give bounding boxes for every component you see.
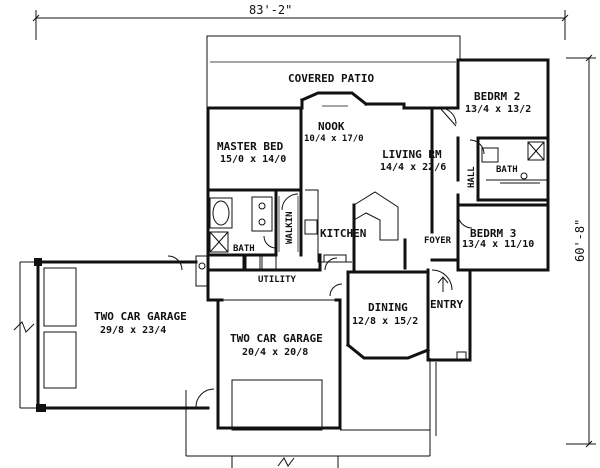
- center-garage-walls: [216, 298, 342, 430]
- patio-roof-outline: [206, 35, 461, 108]
- center-garage-size: 20/4 x 20/8: [242, 347, 308, 358]
- left-garage-break-symbol: [13, 321, 35, 333]
- bedrm3-label: BEDRM 3: [470, 227, 516, 240]
- center-garage-label: TWO CAR GARAGE: [230, 332, 323, 345]
- kitchen-label: KITCHEN: [320, 227, 366, 240]
- garage-pier: [34, 258, 42, 266]
- bedrm3-size: 13/4 x 11/10: [462, 239, 534, 250]
- overall-depth-label: 60'-8": [573, 219, 587, 262]
- overall-width-label: 83'-2": [249, 3, 292, 17]
- foyer-label: FOYER: [424, 236, 452, 246]
- entry-arrow-icon: [437, 276, 449, 292]
- center-garage-door: [185, 358, 437, 468]
- living-rm-size: 14/4 x 22/6: [380, 162, 446, 173]
- hall-label: HALL: [467, 166, 477, 188]
- hall-bath-fixtures: [481, 141, 545, 180]
- master-bed-label: MASTER BED: [217, 140, 284, 153]
- utility-label: UTILITY: [258, 275, 297, 285]
- left-garage-label: TWO CAR GARAGE: [94, 310, 187, 323]
- living-rm-label: LIVING RM: [382, 148, 442, 161]
- covered-patio-label: COVERED PATIO: [288, 72, 374, 85]
- depth-dimension-line: [566, 54, 596, 448]
- bedrm2-label: BEDRM 2: [474, 90, 520, 103]
- walkin-label: WALKIN: [285, 211, 295, 244]
- left-garage-size: 29/8 x 23/4: [100, 325, 166, 336]
- master-bath-fixtures: [209, 196, 273, 253]
- bedrm2-size: 13/4 x 13/2: [465, 104, 531, 115]
- master-bath-label: BATH: [233, 244, 255, 254]
- left-garage-doors: [37, 262, 77, 408]
- door-swings: [167, 107, 485, 408]
- garage-pier: [36, 404, 46, 412]
- dining-label: DINING: [368, 301, 408, 314]
- walkin-closet-rods: [278, 196, 299, 252]
- width-dimension-line: [32, 10, 569, 40]
- interior-walls: [206, 106, 550, 362]
- master-bed-size: 15/0 x 14/0: [220, 154, 286, 165]
- entry-label: ENTRY: [430, 298, 463, 311]
- kitchen-counters: [304, 189, 352, 263]
- left-garage-drive-edge: [19, 261, 38, 409]
- nook-label: NOOK: [318, 120, 345, 133]
- dining-size: 12/8 x 15/2: [352, 316, 418, 327]
- hall-bath-label: BATH: [496, 165, 518, 175]
- nook-size: 10/4 x 17/0: [304, 134, 364, 144]
